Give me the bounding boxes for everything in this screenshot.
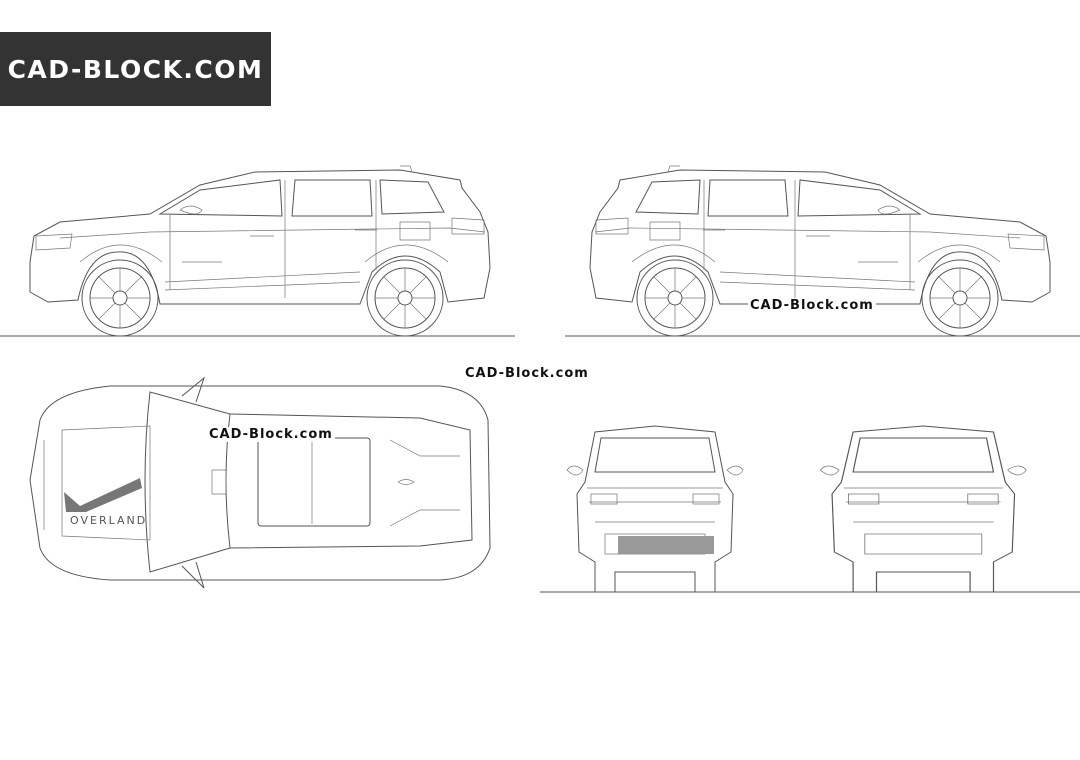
rear-view — [819, 425, 1027, 593]
watermark: CAD-Block.com — [207, 427, 335, 442]
hood-decal: OVERLAND — [70, 514, 147, 527]
watermark: CAD-Block.com — [463, 366, 591, 381]
logo-text: CAD-BLOCK.COM — [7, 54, 264, 84]
top-view: OVERLAND — [29, 376, 491, 589]
watermark: CAD-Block.com — [748, 298, 876, 313]
front-grille — [618, 536, 714, 554]
site-logo: CAD-BLOCK.COM — [0, 32, 271, 106]
side-view-left — [29, 165, 491, 337]
front-view — [566, 425, 744, 593]
